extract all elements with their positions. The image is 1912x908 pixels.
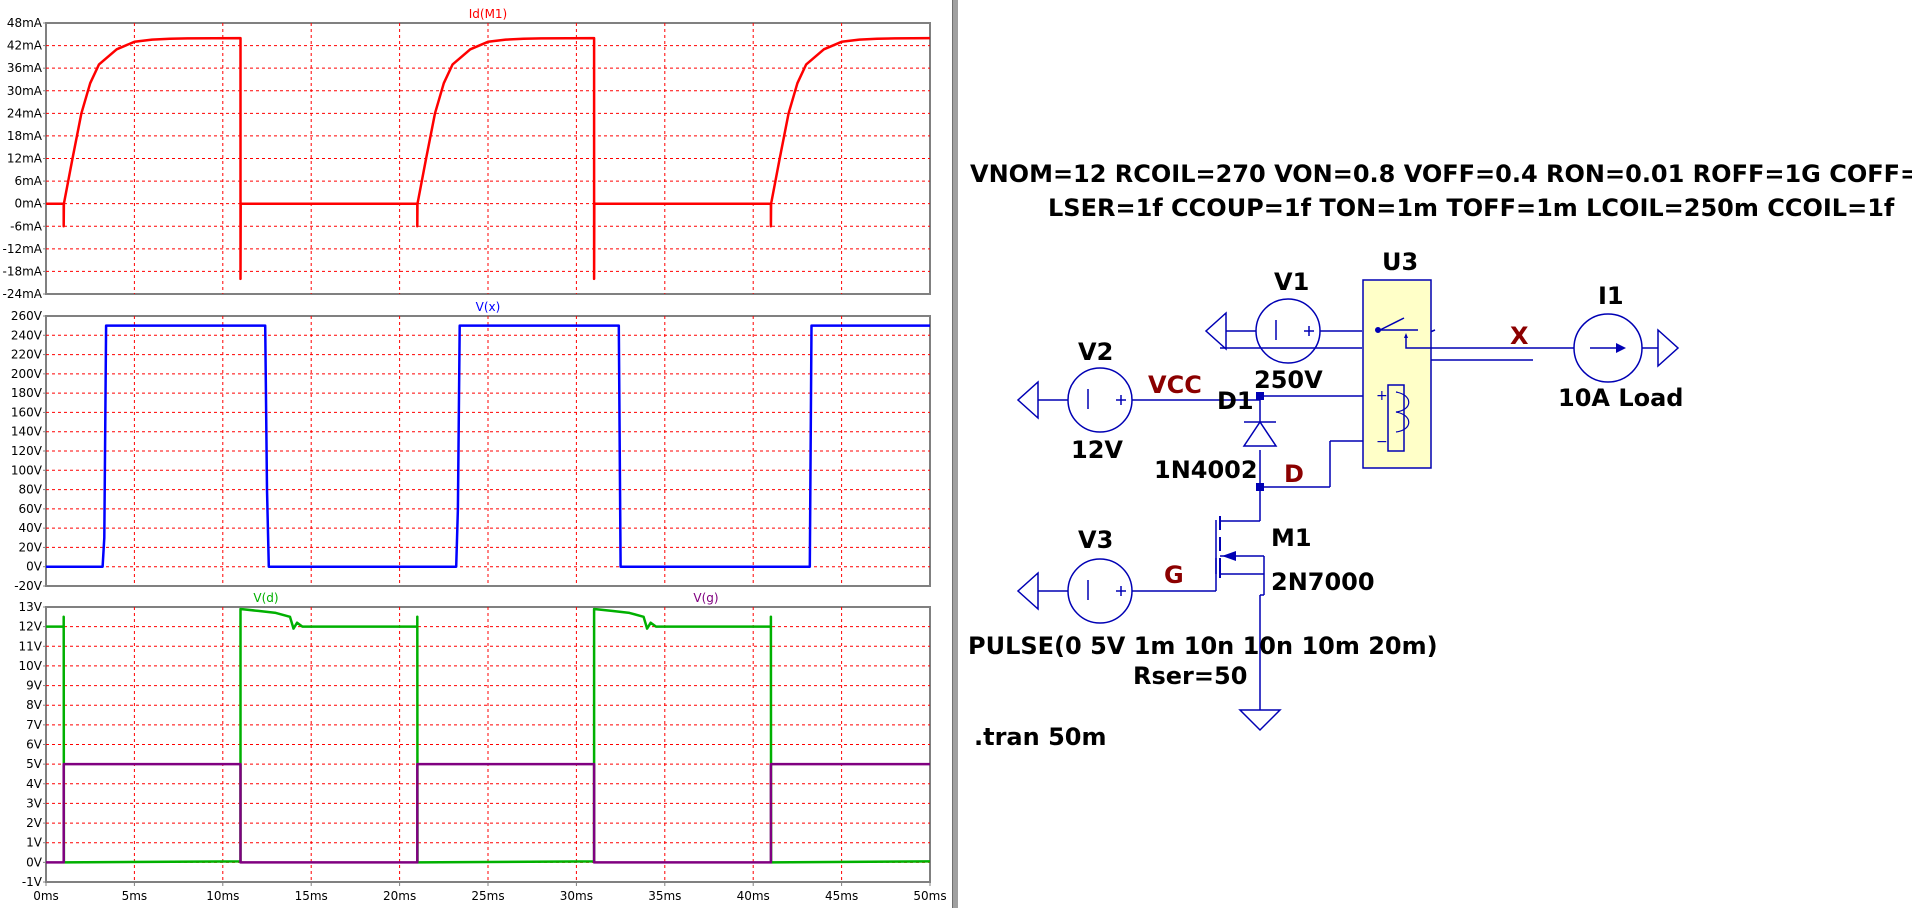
net-label-vcc: VCC [1148,371,1202,399]
y-tick-label: 180V [11,386,43,400]
y-tick-label: 120V [11,444,43,458]
trace-title-id-m1-[interactable]: Id(M1) [469,7,508,21]
label-v1: V1 [1274,268,1309,296]
y-tick-label: 18mA [7,129,43,143]
x-tick-label: 15ms [295,889,328,903]
y-tick-label: 9V [26,679,43,693]
y-tick-label: 8V [26,698,43,712]
relay-u3[interactable]: + − [1362,279,1533,469]
trace-title-v-d-[interactable]: V(d) [253,591,278,605]
x-tick-label: 0ms [33,889,59,903]
waveform-plot-area[interactable]: 48mA 42mA 36mA 30mA 24mA 18mA 12mA 6mA 0mA -6mA -1… [0,0,952,908]
y-tick-label: 6mA [14,174,42,188]
y-tick-label: -18mA [3,264,43,278]
value-v3: PULSE(0 5V 1m 10n 10n 10m 20m) [968,632,1438,660]
trace-title-v-g-[interactable]: V(g) [693,591,718,605]
x-tick-label: 10ms [206,889,239,903]
x-tick-label: 50ms [913,889,946,903]
trace-id-m1-[interactable] [46,36,931,281]
value-v3-rser: Rser=50 [1133,662,1247,690]
y-tick-label: 0V [26,855,43,869]
y-tick-label: 30mA [7,84,43,98]
y-tick-label: 11V [19,639,43,653]
y-tick-label: 200V [11,367,43,381]
y-tick-label: 48mA [7,16,43,30]
waveform-viewer[interactable]: 48mA 42mA 36mA 30mA 24mA 18mA 12mA 6mA 0mA -6mA -1… [0,0,952,908]
schematic-editor[interactable]: VNOM=12 RCOIL=270 VON=0.8 VOFF=0.4 RON=0… [958,0,1912,908]
net-label-d: D [1284,460,1304,488]
x-tick-label: 45ms [825,889,858,903]
y-tick-label: 2V [26,816,43,830]
value-i1: 10A Load [1558,384,1683,412]
source-v2[interactable] [1016,367,1133,433]
y-tick-label: 220V [11,348,43,362]
y-tick-label: 3V [26,796,43,810]
x-tick-label: 35ms [648,889,681,903]
label-d1: D1 [1217,387,1254,415]
y-tick-label: 100V [11,463,43,477]
y-tick-label: 10V [19,659,43,673]
y-tick-label: 24mA [7,106,43,120]
x-tick-label: 25ms [471,889,504,903]
y-tick-label: 42mA [7,39,43,53]
x-tick-label: 20ms [383,889,416,903]
relay-coil-minus: − [1376,434,1388,450]
y-tick-label: 160V [11,405,43,419]
y-tick-label: 240V [11,328,43,342]
diode-d1[interactable] [1242,420,1278,447]
y-tick-label: -1V [22,875,43,889]
y-tick-label: -12mA [3,242,43,256]
label-v2: V2 [1078,338,1113,366]
y-tick-label: 40V [19,521,43,535]
mosfet-m1[interactable] [1215,510,1265,578]
y-tick-label: 12V [19,620,43,634]
relay-params-line1: VNOM=12 RCOIL=270 VON=0.8 VOFF=0.4 RON=0… [970,160,1912,188]
source-v1[interactable] [1204,298,1362,364]
y-tick-label: 60V [19,502,43,516]
y-tick-label: 5V [26,757,43,771]
y-tick-label: 20V [19,540,43,554]
x-tick-label: 5ms [122,889,148,903]
y-tick-label: 0mA [14,197,42,211]
model-m1: 2N7000 [1271,568,1375,596]
y-tick-label: 4V [26,777,43,791]
y-tick-label: 1V [26,836,43,850]
y-tick-label: 36mA [7,61,43,75]
plot-pane-1[interactable] [45,22,931,295]
y-tick-label: 80V [19,483,43,497]
junction-vcc [1256,392,1264,400]
y-tick-label: 260V [11,309,43,323]
y-tick-label: 140V [11,425,43,439]
trace-title-v-x-[interactable]: V(x) [476,300,501,314]
label-u3: U3 [1382,248,1418,276]
value-v2: 12V [1071,436,1123,464]
relay-params-line2: LSER=1f CCOUP=1f TON=1m TOFF=1m LCOIL=25… [1048,194,1895,222]
label-v3: V3 [1078,526,1113,554]
net-label-g: G [1164,561,1184,589]
y-tick-label: 7V [26,718,43,732]
y-tick-label: 0V [26,560,43,574]
source-v3[interactable] [1016,558,1133,624]
current-source-i1[interactable] [1573,313,1680,383]
model-d1: 1N4002 [1154,456,1258,484]
x-tick-label: 30ms [560,889,593,903]
spice-directive-tran[interactable]: .tran 50m [974,723,1106,751]
y-tick-label: 6V [26,738,43,752]
ground-symbol [1238,709,1282,732]
trace-v-g-[interactable] [46,762,930,864]
relay-coil-plus: + [1376,388,1388,404]
x-tick-label: 40ms [737,889,770,903]
y-tick-label: -24mA [3,287,43,301]
schematic-canvas[interactable]: VNOM=12 RCOIL=270 VON=0.8 VOFF=0.4 RON=0… [958,0,1912,908]
y-tick-label: -20V [14,579,43,593]
net-label-x: X [1510,322,1529,350]
junction-d [1256,483,1264,491]
label-m1: M1 [1271,524,1312,552]
y-tick-label: 13V [19,600,43,614]
value-v1: 250V [1254,366,1323,394]
y-tick-label: -6mA [10,219,43,233]
y-tick-label: 12mA [7,152,43,166]
label-i1: I1 [1598,282,1624,310]
trace-v-x-[interactable] [46,324,930,568]
